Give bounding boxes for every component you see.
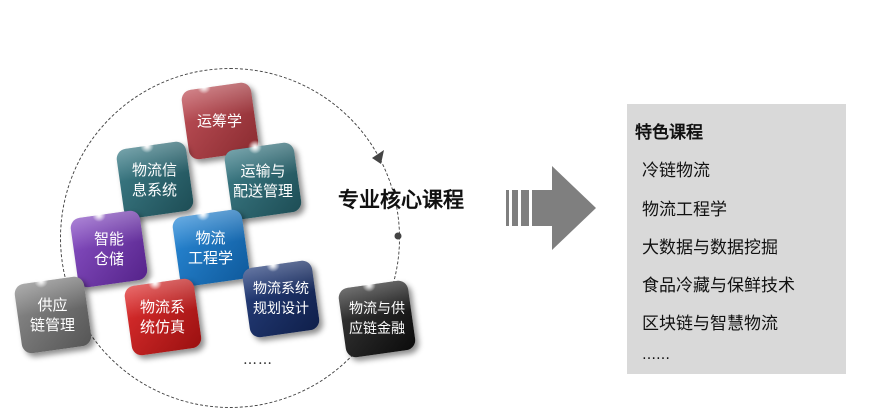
big-arrow-icon: [506, 166, 596, 250]
course-label-3: 智能 仓储: [93, 230, 125, 269]
course-tile-7: 物流系统 规划设计: [241, 259, 321, 339]
course-label-5: 供应 链管理: [30, 296, 76, 335]
course-tile-6: 物流系 统仿真: [123, 277, 203, 357]
course-label-6: 物流系 统仿真: [140, 298, 186, 337]
course-label-2: 运输与 配送管理: [232, 162, 294, 201]
course-label-0: 运筹学: [197, 112, 243, 131]
course-tile-2: 运输与 配送管理: [223, 141, 303, 221]
cycle-dot: [394, 232, 402, 240]
featured-course-item: 物流工程学: [642, 200, 727, 220]
course-tile-5: 供应 链管理: [13, 275, 93, 355]
cycle-arrowhead: [372, 150, 384, 164]
courses-more-ellipsis: ……: [243, 352, 273, 368]
course-label-1: 物流信 息系统: [132, 161, 178, 200]
course-tile-3: 智能 仓储: [69, 209, 149, 289]
course-tile-4: 物流 工程学: [171, 208, 251, 288]
course-label-8: 物流与供 应链金融: [349, 301, 405, 337]
featured-course-item: 食品冷藏与保鲜技术: [642, 276, 795, 296]
featured-course-item: 冷链物流: [642, 161, 710, 181]
course-label-7: 物流系统 规划设计: [253, 281, 309, 317]
course-label-4: 物流 工程学: [188, 229, 234, 268]
course-tile-1: 物流信 息系统: [115, 140, 195, 220]
featured-more-ellipsis: ……: [642, 347, 670, 363]
featured-courses-panel: 特色课程 冷链物流 物流工程学 大数据与数据挖掘 食品冷藏与保鲜技术 区块链与智…: [627, 104, 846, 374]
course-tile-8: 物流与供 应链金融: [337, 279, 417, 359]
featured-course-item: 区块链与智慧物流: [642, 314, 778, 334]
core-courses-title: 专业核心课程: [338, 188, 464, 212]
featured-course-item: 大数据与数据挖掘: [642, 238, 778, 258]
featured-courses-title: 特色课程: [635, 123, 703, 143]
